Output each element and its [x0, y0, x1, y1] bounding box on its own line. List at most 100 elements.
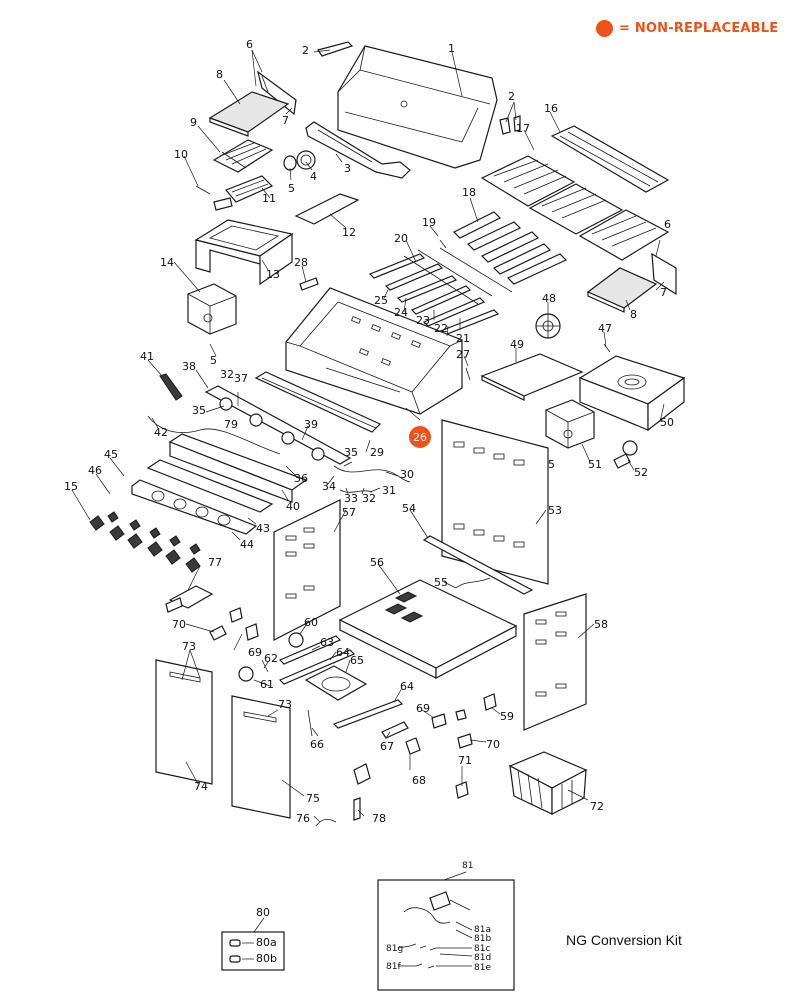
- callout-60: 60: [304, 616, 318, 629]
- callout-80a: 80a: [256, 936, 277, 949]
- part-41-ignitor-drawing: [159, 373, 183, 401]
- part-16-warming-rack-drawing: [550, 125, 670, 193]
- callout-51: 51: [588, 458, 602, 471]
- small-parts-drawing: [299, 239, 611, 381]
- callout-5: 5: [210, 354, 217, 367]
- callout-22: 22: [434, 322, 448, 335]
- callout-8: 8: [630, 308, 637, 321]
- callout-69: 69: [416, 702, 430, 715]
- callout-9: 9: [190, 116, 197, 129]
- callout-39: 39: [304, 418, 318, 431]
- part-53-back-panel-drawing: [441, 419, 549, 585]
- callout-40: 40: [286, 500, 300, 513]
- callout-41: 41: [140, 350, 154, 363]
- callout-73: 73: [182, 640, 196, 653]
- legend: = NON-REPLACEABLE: [596, 20, 778, 37]
- callout-57: 57: [342, 506, 356, 519]
- callout-5: 5: [288, 182, 295, 195]
- callout-7: 7: [660, 286, 667, 299]
- part-14-side-panel-drawing: [187, 283, 237, 335]
- callout-13: 13: [266, 268, 280, 281]
- part-9-side-grate-drawing: [212, 139, 274, 173]
- callout-14: 14: [160, 256, 174, 269]
- callout-35: 35: [192, 404, 206, 417]
- callout-32: 32: [362, 492, 376, 505]
- part-12-tray-drawing: [294, 193, 360, 225]
- callout-6: 6: [246, 38, 253, 51]
- callout-21: 21: [456, 332, 470, 345]
- callout-36: 36: [294, 472, 308, 485]
- callout-56: 56: [370, 556, 384, 569]
- callout-15: 15: [64, 480, 78, 493]
- part-72-basket-drawing: [508, 751, 588, 815]
- callout-45: 45: [104, 448, 118, 461]
- callout-70: 70: [486, 738, 500, 751]
- callout-80: 80: [256, 906, 270, 919]
- callout-69: 69: [248, 646, 262, 659]
- part-8-side-lid-drawing: [208, 91, 290, 137]
- callout-59: 59: [500, 710, 514, 723]
- part-29-front-rail-drawing: [254, 371, 382, 433]
- part-49-drip-tray-drawing: [480, 353, 584, 401]
- callout-48: 48: [542, 292, 556, 305]
- callout-46: 46: [88, 464, 102, 477]
- callout-30: 30: [400, 468, 414, 481]
- callout-1: 1: [448, 42, 455, 55]
- part-18-heat-plates-drawing: [452, 211, 568, 285]
- callout-81c: 81c: [474, 944, 490, 954]
- callout-32: 32: [220, 368, 234, 381]
- callout-65: 65: [350, 654, 364, 667]
- part-3-bracket-drawing: [305, 121, 411, 179]
- callout-55: 55: [434, 576, 448, 589]
- callout-34: 34: [322, 480, 336, 493]
- part-1-lid-drawing: [337, 45, 498, 169]
- part-80-box-drawing: [221, 931, 285, 971]
- callout-27: 27: [456, 348, 470, 361]
- callout-31: 31: [382, 484, 396, 497]
- callout-68: 68: [412, 774, 426, 787]
- callout-80b: 80b: [256, 952, 277, 965]
- callout-3: 3: [344, 162, 351, 175]
- callout-7: 7: [282, 114, 289, 127]
- callout-42: 42: [154, 426, 168, 439]
- part-51-right-panel-drawing: [545, 399, 595, 449]
- callout-43: 43: [256, 522, 270, 535]
- callout-labels: 1 2 2 3 4 5 6 7 8 9 10 11 12 13 14 5 16 …: [64, 38, 674, 973]
- part-50-right-housing-drawing: [578, 355, 686, 432]
- callout-81: 81: [462, 861, 473, 871]
- ng-conversion-kit-label: NG Conversion Kit: [566, 932, 682, 948]
- callout-37: 37: [234, 372, 248, 385]
- callout-2: 2: [508, 90, 515, 103]
- callout-75: 75: [306, 792, 320, 805]
- part-58-right-panel-drawing: [523, 593, 587, 731]
- callout-50: 50: [660, 416, 674, 429]
- callout-81a: 81a: [474, 925, 491, 935]
- callout-54: 54: [402, 502, 416, 515]
- part-37-manifold-drawing: [204, 385, 352, 465]
- callout-5: 5: [548, 458, 555, 471]
- callout-81d: 81d: [474, 953, 491, 963]
- callout-52: 52: [634, 466, 648, 479]
- callout-26: 26: [413, 431, 427, 444]
- callout-72: 72: [590, 800, 604, 813]
- part-75-right-door-drawing: [231, 695, 291, 819]
- callout-70: 70: [172, 618, 186, 631]
- part-76-78-drawing: [315, 797, 361, 827]
- callout-12: 12: [342, 226, 356, 239]
- callout-23: 23: [416, 314, 430, 327]
- part-48-burner-drawing: [535, 313, 561, 339]
- callout-67: 67: [380, 740, 394, 753]
- part-15-46-knobs-drawing: [89, 511, 201, 573]
- part-4-5-ring-drawing: [283, 150, 316, 171]
- part-45-control-panel-drawing: [168, 433, 308, 503]
- leader-lines: [71, 49, 665, 967]
- part-52-valve-drawing: [613, 440, 638, 469]
- callout-6: 6: [664, 218, 671, 231]
- callout-71: 71: [458, 754, 472, 767]
- callout-47: 47: [598, 322, 612, 335]
- part-17-grates-drawing: [480, 155, 670, 261]
- callout-4: 4: [310, 170, 317, 183]
- callout-28: 28: [294, 256, 308, 269]
- callout-61: 61: [260, 678, 274, 691]
